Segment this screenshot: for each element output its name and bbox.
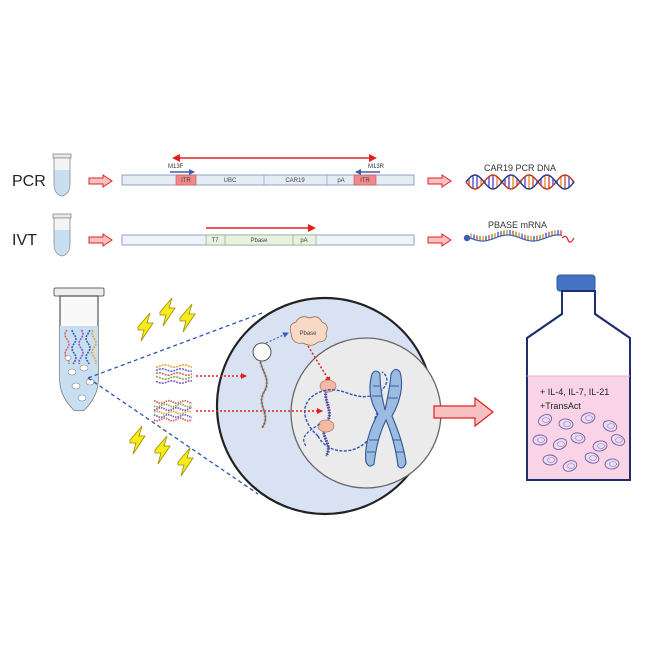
pcr-input-arrow (88, 174, 113, 188)
chromosome-icon (365, 368, 407, 469)
culture-arrow (433, 396, 494, 428)
electroporation-tube-icon (53, 287, 105, 411)
entering-molecules (153, 363, 193, 422)
segment-t7: T7 (211, 238, 219, 244)
zoom-line-bottom (87, 377, 259, 495)
pcr-product-label: CAR19 PCR DNA (484, 163, 556, 173)
pbase-enzyme-label: Pbase (299, 331, 317, 337)
ribosome-icon (252, 342, 272, 362)
pcr-output-arrow (427, 174, 452, 188)
cytoplasmic-mrna (252, 342, 272, 429)
enzyme-nuclear-import-arrow (307, 345, 331, 383)
dna-double-helix-icon (465, 174, 575, 190)
flask-medium-cytokines: + IL-4, IL-7, IL-21 (540, 387, 609, 397)
segment-itr-right: ITR (360, 178, 370, 184)
itr-right-segment (353, 174, 377, 186)
electroporation-bolts (129, 297, 196, 477)
genomic-dna (303, 371, 388, 452)
pbase-enzyme: Pbase (289, 316, 328, 346)
segment-ivt-pa: pA (300, 238, 307, 244)
flask-cap (556, 274, 596, 292)
culture-flask-icon: + IL-4, IL-7, IL-21 +TransAct (526, 274, 631, 481)
pcr-tube-icon (52, 153, 72, 197)
itr-left-segment (175, 174, 197, 186)
pcr-label: PCR (12, 173, 46, 190)
ivt-output-arrow (427, 233, 452, 247)
t-cell: Pbase (153, 296, 442, 516)
primer-forward: M13F (168, 164, 195, 175)
ivt-label: IVT (12, 232, 37, 249)
pcr-row: PCR ITR UBC CAR19 pA ITR M13F (12, 153, 575, 197)
pcr-construct: ITR UBC CAR19 pA ITR (121, 174, 415, 186)
ivt-product-label: PBASE mRNA (488, 220, 547, 230)
mrna-strand-icon (463, 230, 575, 243)
ivt-input-arrow (88, 233, 113, 247)
primer-reverse: M13R (355, 164, 385, 175)
ivt-row: IVT T7 Pbase pA PBASE mRNA (12, 213, 575, 257)
segment-car19: CAR19 (285, 178, 305, 184)
zoom-line-top (87, 312, 263, 379)
primer-reverse-label: M13R (368, 164, 385, 170)
flask-medium-activator: +TransAct (540, 401, 581, 411)
segment-pbase: Pbase (250, 238, 268, 244)
primer-forward-label: M13F (168, 164, 184, 170)
nucleus (290, 337, 442, 489)
cultured-cells (532, 412, 626, 472)
segment-pa: pA (337, 178, 344, 184)
ivt-construct: T7 Pbase pA (121, 234, 415, 246)
translation-arrow (265, 332, 289, 344)
ivt-tube-icon (52, 213, 72, 257)
segment-itr-left: ITR (181, 178, 191, 184)
segment-ubc: UBC (224, 178, 237, 184)
